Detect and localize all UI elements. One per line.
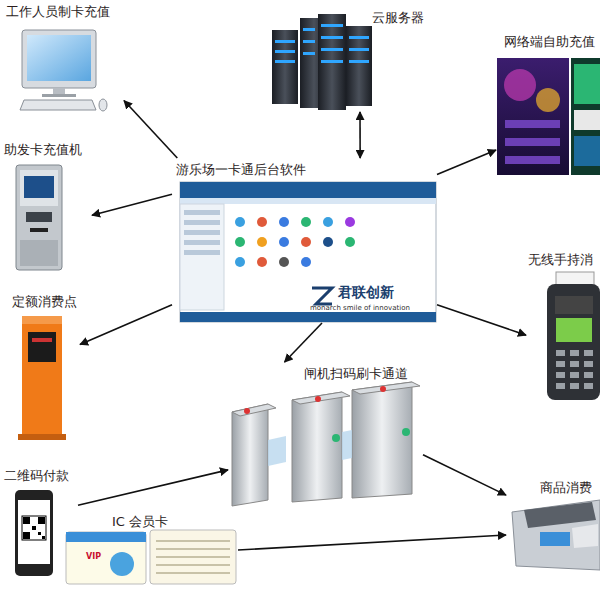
handheld-pos-icon: [547, 272, 600, 400]
node-label: IC 会员卡: [112, 514, 168, 530]
node-label: 二维码付款: [4, 468, 69, 484]
device-node: 商品消费: [506, 478, 600, 573]
arrow-connector: [92, 194, 172, 215]
arrow-connector: [285, 323, 322, 362]
logo-text: 君联创新: [338, 284, 394, 300]
arrow-connector: [78, 470, 228, 505]
software-screenshot: [180, 182, 436, 322]
node-label: 无线手持消: [528, 252, 593, 268]
counter-pos-icon: [512, 500, 600, 570]
arrow-connector: [238, 535, 506, 550]
node-label: 定额消费点: [12, 294, 77, 310]
logo-text: monarch smile of innovation: [310, 304, 410, 312]
arrow-connector: [359, 112, 361, 158]
node-label: 云服务器: [372, 10, 424, 26]
node-label: 游乐场一卡通后台软件: [176, 162, 306, 178]
computer-icon: [20, 30, 107, 111]
device-node: 定额消费点: [6, 292, 80, 442]
phone-qr-icon: [15, 490, 53, 576]
device-node: 工作人员制卡充值: [2, 2, 124, 114]
arrow-connector: [437, 150, 496, 174]
device-node: 闸机扫码刷卡通道: [228, 362, 423, 507]
web-panel-picture: [497, 58, 600, 175]
card-text: VIP: [86, 552, 101, 561]
arrow-connector: [80, 305, 172, 345]
fixed-payment-kiosk: [18, 316, 66, 440]
device-node: 助发卡充值机: [2, 140, 92, 272]
device-node: IC 会员卡: [62, 512, 238, 588]
node-label: 网络端自助充值: [504, 34, 595, 50]
device-node: 网络端自助充值: [496, 32, 600, 176]
ic-card-picture: [66, 530, 236, 584]
device-node: 二维码付款: [2, 466, 78, 578]
node-label: 商品消费: [540, 480, 592, 496]
device-node: 无线手持消: [526, 250, 600, 402]
node-label: 工作人员制卡充值: [6, 4, 110, 20]
server-icon: [272, 14, 372, 110]
arrow-connector: [437, 305, 526, 335]
card-machine-icon: [16, 165, 62, 270]
device-node: 云服务器: [268, 6, 428, 112]
turnstile-picture: [232, 382, 420, 506]
arrow-connector: [124, 101, 177, 158]
node-label: 助发卡充值机: [4, 142, 82, 158]
device-node: 游乐场一卡通后台软件: [172, 158, 437, 323]
arrow-connector: [423, 455, 506, 495]
node-label: 闸机扫码刷卡通道: [304, 366, 408, 382]
